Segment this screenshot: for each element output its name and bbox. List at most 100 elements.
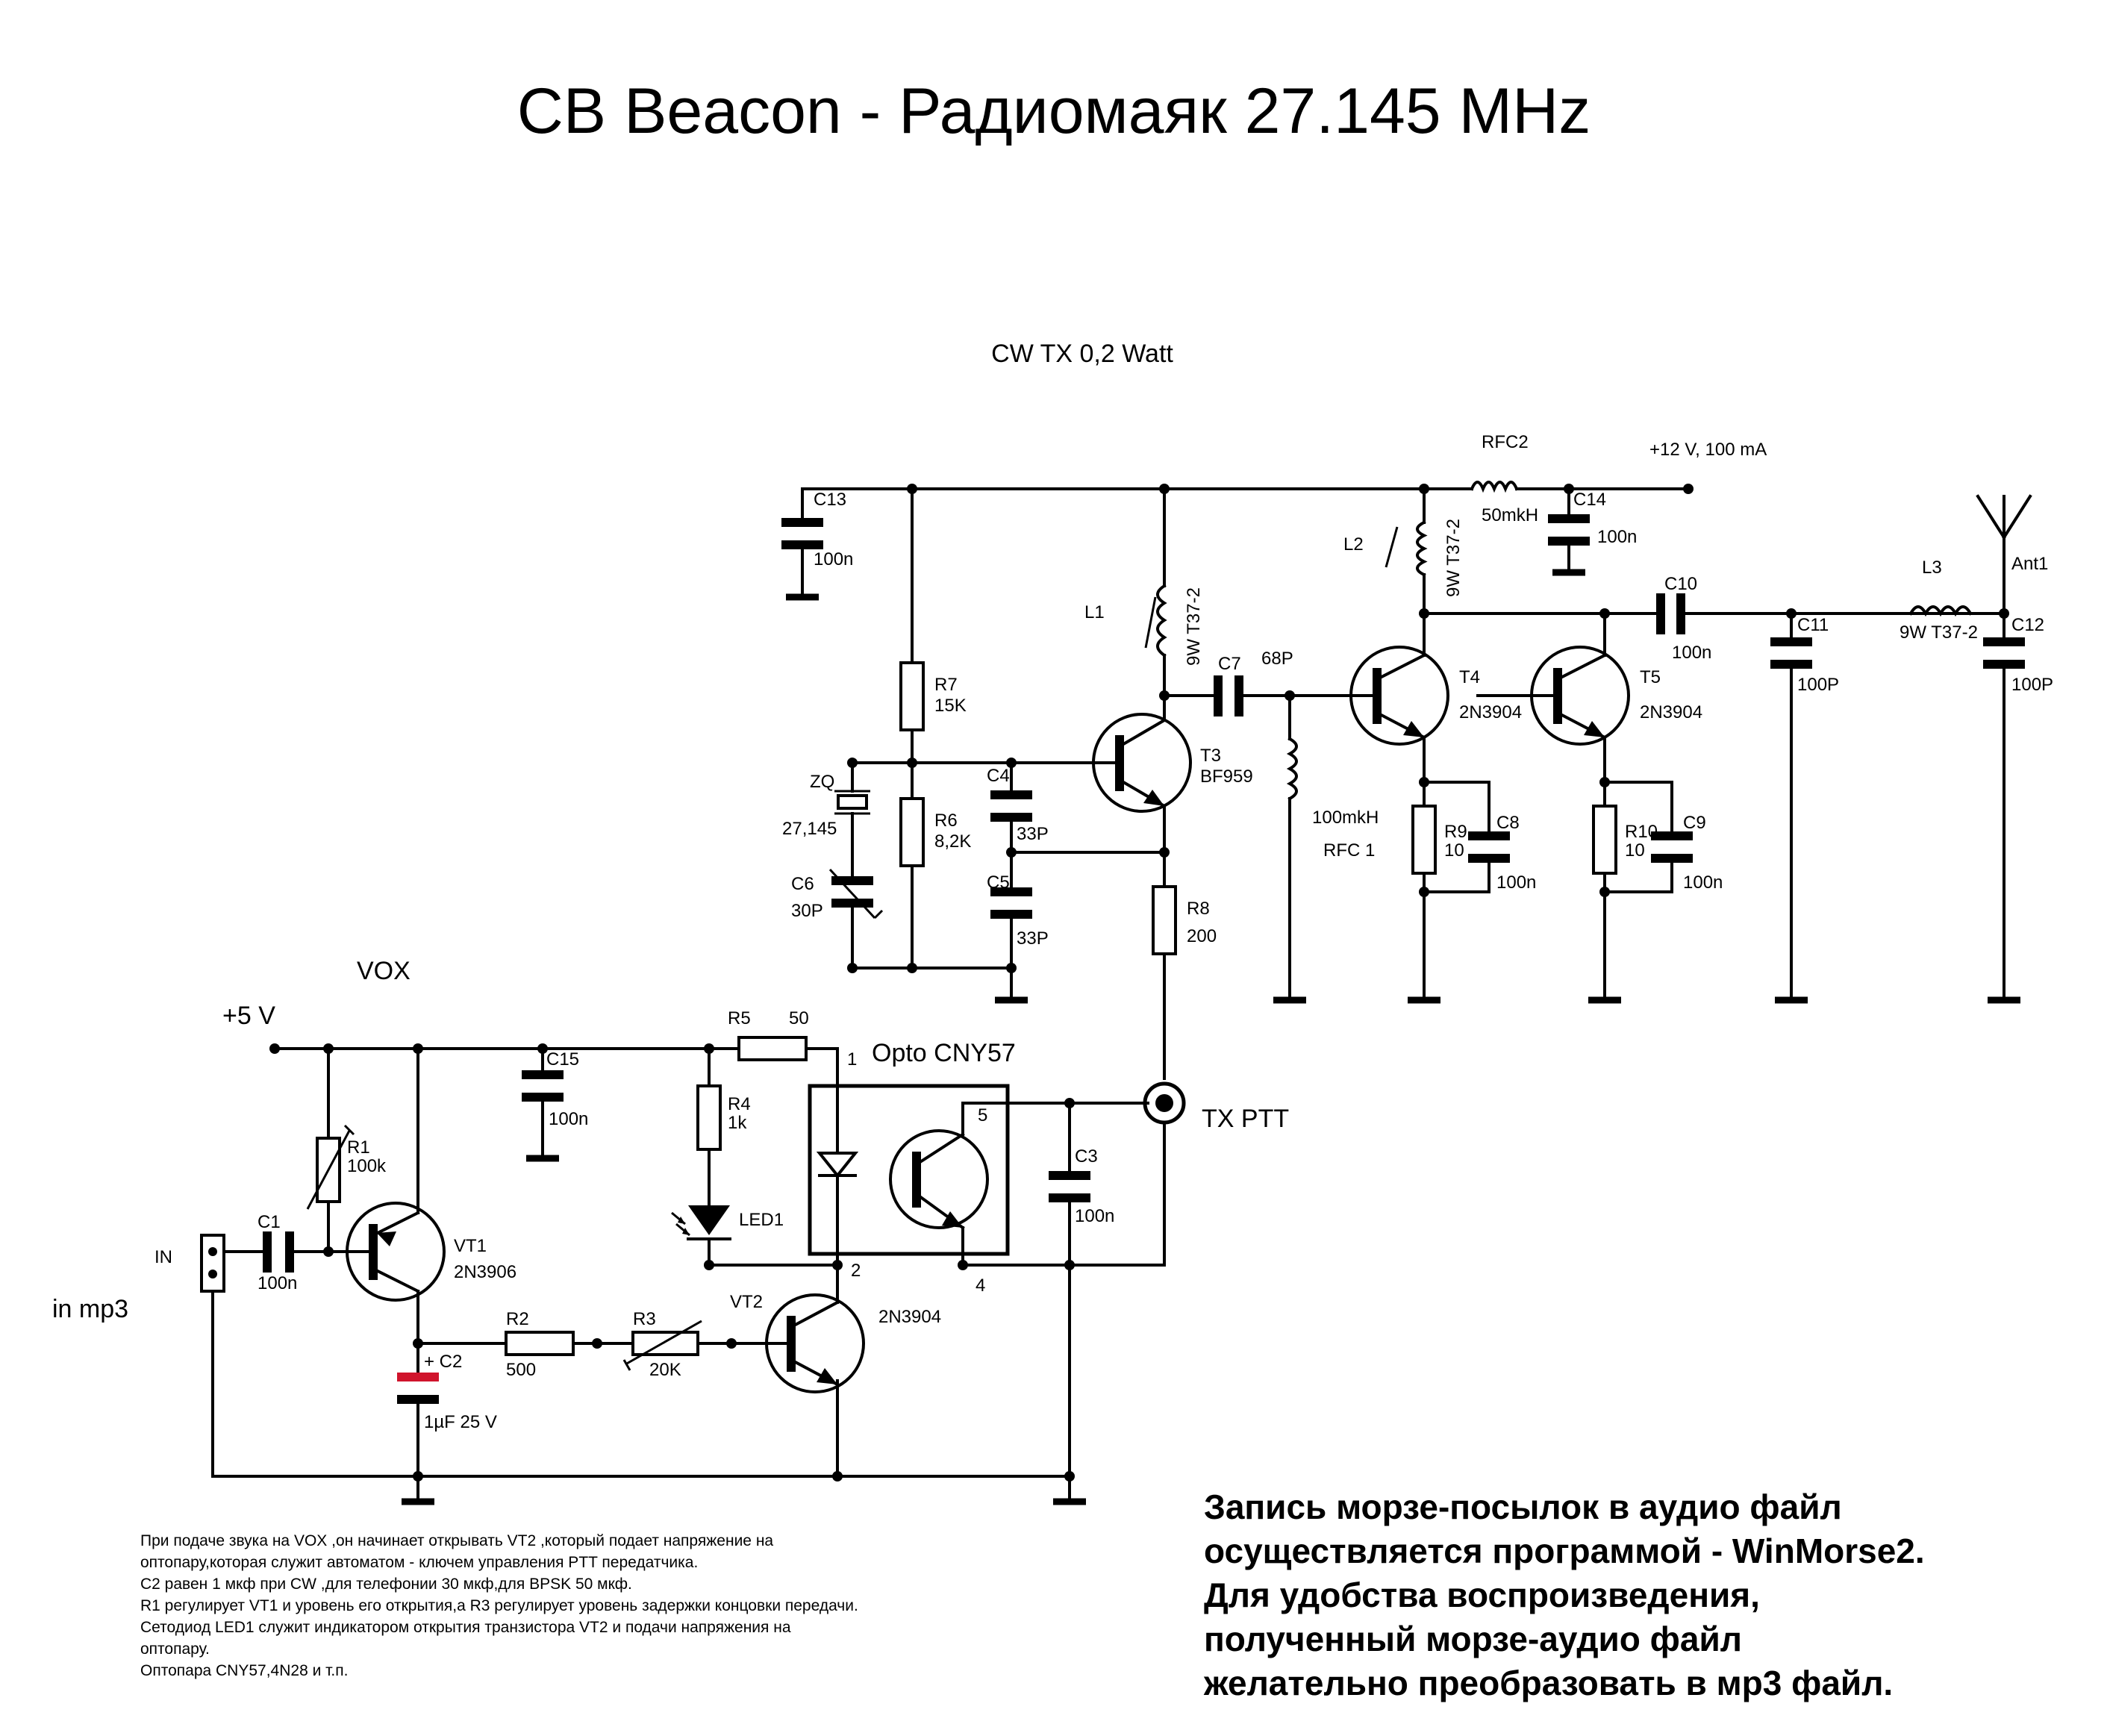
r3-ref: R3 <box>633 1309 656 1329</box>
c5-capacitor <box>990 887 1032 919</box>
r3-trimmer-resistor <box>631 1331 699 1356</box>
note-line: Сетодиод LED1 служит индикатором открыти… <box>140 1619 791 1636</box>
c2-value: 1µF 25 V <box>424 1412 497 1432</box>
tx-ptt-label: TX PTT <box>1202 1105 1289 1133</box>
c10-value: 100n <box>1672 643 1711 663</box>
pin-1: 1 <box>847 1049 857 1070</box>
r10-ref: R10 <box>1625 822 1658 842</box>
r2-ref: R2 <box>506 1309 529 1329</box>
recording-note: Запись морзе-посылок в аудио файл осущес… <box>1204 1485 2085 1705</box>
c4-capacitor <box>990 790 1032 822</box>
c12-value: 100P <box>2011 675 2053 695</box>
vox-label: VOX <box>357 957 411 985</box>
c15-capacitor <box>522 1070 564 1102</box>
r6-resistor <box>899 797 925 867</box>
r6-ref: R6 <box>934 811 958 831</box>
r7-resistor <box>899 661 925 731</box>
l1-ref: L1 <box>1084 602 1105 622</box>
c6-value: 30P <box>791 901 823 921</box>
t5-transistor <box>1530 646 1630 746</box>
vt1-transistor <box>346 1202 446 1302</box>
note-line: C2 равен 1 мкф при CW ,для телефонии 30 … <box>140 1576 632 1593</box>
rfc1-ref: RFC 1 <box>1323 840 1375 861</box>
c14-capacitor <box>1548 514 1590 546</box>
t5-value: 2N3904 <box>1640 702 1702 722</box>
r10-value: 10 <box>1625 840 1645 861</box>
input-note: in mp3 <box>52 1295 128 1323</box>
c8-ref: C8 <box>1496 813 1520 833</box>
r9-value: 10 <box>1444 840 1464 861</box>
input-label: IN <box>154 1247 172 1267</box>
supply-5v-label: +5 V <box>222 1002 275 1030</box>
c13-value: 100n <box>814 549 853 569</box>
note-line: Оптопара CNY57,4N28 и т.п. <box>140 1662 349 1679</box>
r4-resistor <box>696 1084 722 1151</box>
antenna-icon <box>1976 494 2032 540</box>
tx-ptt-connector <box>1143 1081 1186 1125</box>
c1-value: 100n <box>257 1273 297 1293</box>
note-line: R1 регулирует VT1 и уровень его открытия… <box>140 1597 858 1614</box>
t5-ref: T5 <box>1640 667 1661 687</box>
c15-ref: C15 <box>546 1049 579 1070</box>
rfc2-inductor <box>1470 481 1519 493</box>
bold-note-line: осуществляется программой - WinMorse2. <box>1204 1532 1925 1570</box>
tx-wires <box>801 487 2005 1080</box>
c7-value: 68P <box>1261 649 1293 669</box>
r1-ref: R1 <box>347 1137 370 1158</box>
c1-ref: C1 <box>257 1212 281 1232</box>
c4-ref: C4 <box>987 766 1010 786</box>
vt2-value: 2N3904 <box>878 1307 941 1327</box>
r3-value: 20K <box>649 1360 681 1380</box>
c14-value: 100n <box>1597 527 1637 547</box>
c11-capacitor <box>1770 637 1812 669</box>
t4-value: 2N3904 <box>1459 702 1522 722</box>
c9-capacitor <box>1651 831 1693 863</box>
l2-marker <box>1385 526 1399 568</box>
r5-value: 50 <box>789 1008 809 1028</box>
optocoupler <box>808 1084 1010 1256</box>
c15-value: 100n <box>549 1109 588 1129</box>
c9-ref: C9 <box>1683 813 1706 833</box>
c2-ref: + C2 <box>424 1352 462 1372</box>
zq-crystal <box>834 790 870 815</box>
rfc2-value: 50mkH <box>1482 505 1538 525</box>
junction-dots <box>269 484 2009 1481</box>
c13-capacitor <box>781 518 823 549</box>
c10-capacitor <box>1656 593 1685 634</box>
c7-ref: C7 <box>1218 654 1241 674</box>
c7-capacitor <box>1214 675 1243 716</box>
vt2-ref: VT2 <box>730 1292 763 1312</box>
zq-value: 27,145 <box>782 819 837 839</box>
bold-note-line: Запись морзе-посылок в аудио файл <box>1204 1487 1842 1526</box>
l3-value: 9W T37-2 <box>1900 622 1978 643</box>
l1-inductor <box>1156 584 1167 658</box>
c5-ref: C5 <box>987 872 1010 893</box>
r7-ref: R7 <box>934 675 958 695</box>
r5-ref: R5 <box>728 1008 751 1028</box>
r5-resistor <box>737 1036 808 1061</box>
rfc1-value: 100mkH <box>1312 808 1379 828</box>
bold-note-line: полученный морзе-аудио файл <box>1204 1620 1743 1658</box>
c5-value: 33P <box>1017 928 1049 949</box>
r1-value: 100k <box>347 1156 387 1176</box>
c13-ref: C13 <box>814 490 846 510</box>
bold-note-line: Для удобства воспроизведения, <box>1204 1576 1760 1614</box>
c6-ref: C6 <box>791 874 814 894</box>
t4-ref: T4 <box>1459 667 1480 687</box>
r7-value: 15K <box>934 696 967 716</box>
r9-ref: R9 <box>1444 822 1467 842</box>
bold-note-line: желательно преобразовать в мр3 файл. <box>1204 1664 1894 1702</box>
l2-value: 9W T37-2 <box>1443 519 1464 597</box>
resistors <box>306 661 1617 1371</box>
antenna-label: Ant1 <box>2011 554 2048 574</box>
t3-transistor <box>1092 713 1192 813</box>
r2-resistor <box>505 1331 575 1356</box>
explanation-notes: При подаче звука на VOX ,он начинает отк… <box>140 1530 1111 1682</box>
input-jack <box>200 1234 225 1293</box>
ground-symbols <box>402 569 2020 1505</box>
r9-resistor <box>1411 805 1437 875</box>
vox-labels: VOX +5 V R5 50 Opto CNY57 1 5 2 4 C15 10… <box>52 957 1289 1432</box>
c8-value: 100n <box>1496 872 1536 893</box>
c2-electrolytic-capacitor <box>397 1373 439 1404</box>
t3-value: BF959 <box>1200 766 1253 787</box>
